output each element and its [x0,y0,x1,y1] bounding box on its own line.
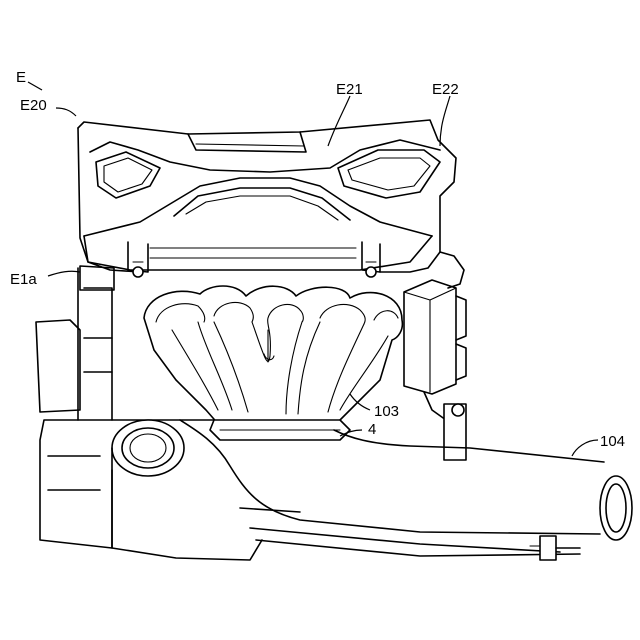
label-intake-manifold: 103 [374,403,399,420]
right-clip [362,242,380,277]
exhaust-pipe [180,420,632,560]
intake-port [112,420,262,560]
label-gasket: 4 [368,421,376,438]
intake-manifold [144,286,402,440]
coil-unit [404,252,466,460]
engine-cover [78,120,456,290]
label-engine-cover: E20 [20,97,47,114]
label-engine: E [16,69,26,86]
label-cover-side: E22 [432,81,459,98]
label-engine-body: E1a [10,271,37,288]
label-exhaust-pipe: 104 [600,433,625,450]
label-cover-upper: E21 [336,81,363,98]
